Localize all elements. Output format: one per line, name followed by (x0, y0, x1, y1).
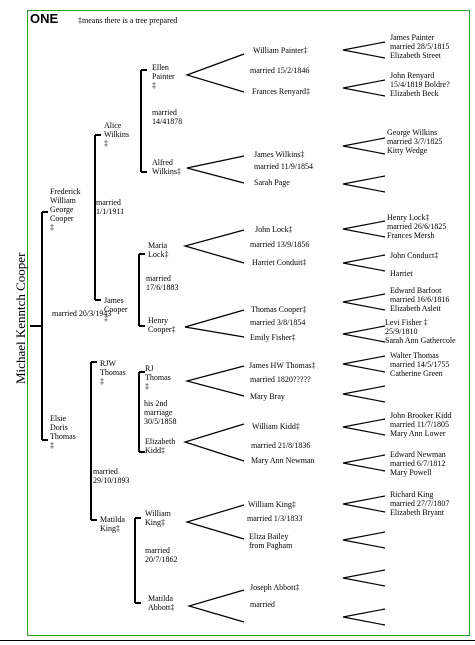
ancestors-kidd: John Brooker Kidd married 11/7/1805 Mary… (390, 411, 452, 438)
person-william-kidd: William Kidd‡ (252, 422, 300, 431)
person-harriet-conduit: Harriet Conduit‡ (252, 258, 307, 267)
ancestors-painter: James Painter married 28/5/1815 Elizabet… (390, 33, 450, 60)
marriage-frederick: married 1/1/1911 (96, 198, 125, 216)
ancestors-conduct: John Conduct‡ Harriet (390, 251, 439, 278)
person-eliza-bailey: Eliza Bailey from Pagham (249, 532, 293, 550)
person-james-hw-thomas: James HW Thomas‡ (249, 361, 316, 370)
chev-e6 (342, 293, 386, 311)
person-emily-fisher: Emily Fisher‡ (250, 333, 296, 342)
chev-e4 (342, 220, 386, 238)
person-james-wilkins: James Wilkins‡ (254, 150, 305, 159)
chev-e7 (342, 325, 386, 343)
chev-e5 (342, 254, 386, 272)
ancestors-newman: Edward Newman married 6/7/1812 Mary Powe… (390, 450, 446, 477)
person-alfred: Alfred Wilkins‡ (152, 158, 182, 176)
marriage-kidd: married 21/8/1836 (251, 441, 311, 450)
marriage-abbott: married (250, 600, 275, 609)
chev-e-eliza (342, 531, 386, 549)
person-john-lock: John Lock‡ (255, 225, 293, 234)
marriage-rj: his 2nd marriage 30/5/1858 (144, 399, 177, 426)
chev-e-bray (342, 385, 386, 403)
alfred-chevron (186, 155, 245, 184)
page-frame (27, 10, 470, 636)
chev-e-sarah (342, 175, 386, 193)
marriage-wilkins: married 11/9/1854 (254, 162, 314, 171)
person-william-painter: William Painter‡ (253, 46, 308, 55)
matilda-abbott-chevron (186, 589, 245, 623)
marriage-maria: married 17/6/1883 (146, 274, 179, 292)
ancestors-renyard: John Renyard 15/4/1819 Boldre? Elizabeth… (390, 71, 450, 98)
person-joseph-abbott: Joseph Abbott‡ (250, 583, 300, 592)
marriage-ellen: married 14/41878 (152, 108, 183, 126)
chev-e1 (342, 41, 386, 59)
person-rjw: RJW Thomas ‡ (100, 359, 126, 386)
chev-e-joseph (342, 569, 386, 587)
person-henry: Henry Cooper‡ (148, 316, 176, 334)
person-matilda-king: Matilda King‡ (100, 515, 125, 533)
ancestors-king: Richard King married 27/7/1807 Elizabeth… (390, 490, 450, 517)
marriage-cooper: married 3/8/1854 (250, 318, 306, 327)
marriage-hw-thomas: married 1820????? (250, 375, 311, 384)
marriage-elsie: married 29/10/1893 (93, 467, 130, 485)
marriage-william-king: married 20/7/1862 (145, 546, 178, 564)
ancestors-barfoot: Edward Barfoot married 16/6/1816 Elizabe… (390, 286, 450, 313)
page-title: ONE (30, 11, 59, 26)
person-elizabeth-kidd: Elizabeth Kidd‡ (145, 437, 176, 455)
ancestors-lock: Henry Lock‡ married 26/6/1825 Frances Me… (387, 213, 447, 240)
marriage-painter: married 15/2/1846 (250, 66, 310, 75)
ancestors-fisher: Levi Fisher ‡ 25/9/1810 Sarah Ann Gather… (385, 318, 456, 345)
person-william-king-sr: William King‡ (248, 500, 296, 509)
person-thomas-cooper: Thomas Cooper‡ (251, 305, 307, 314)
person-frances-renyard: Frances Renyard‡ (252, 87, 310, 96)
ellen-chevron (185, 53, 245, 93)
person-maria: Maria Lock‡ (148, 241, 169, 259)
chev-e10 (342, 454, 386, 472)
legend-note: ‡means there is a tree prepared (78, 16, 178, 25)
ancestors-walter-thomas: Walter Thomas married 14/5/1755 Catherin… (390, 351, 450, 378)
root-marriage-note: married 20/3/1943 (52, 309, 112, 318)
chev-e3 (342, 137, 386, 155)
marriage-king: married 1/3/1833 (247, 514, 303, 523)
ancestors-wilkins: George Wilkins married 3/7/1825 Kitty We… (387, 128, 443, 155)
chev-e9 (342, 418, 386, 436)
person-rj: RJ Thomas ‡ (145, 364, 171, 391)
marriage-lock: married 13/9/1856 (250, 240, 310, 249)
person-mary-ann-newman: Mary Ann Newman (251, 456, 315, 465)
person-william-king: William King‡ (145, 509, 171, 527)
bottom-rule (0, 640, 475, 641)
person-sarah-page: Sarah Page (254, 178, 290, 187)
person-elsie: Elsie Doris Thomas ‡ (50, 414, 76, 450)
person-james-cooper: James Cooper ‡ (104, 296, 128, 323)
elizabeth-kidd-chevron (182, 423, 245, 462)
person-mary-bray: Mary Bray (250, 392, 285, 401)
rj-chevron (184, 365, 245, 397)
chev-e-abbott-wife (342, 608, 386, 626)
henry-chevron (184, 309, 245, 338)
chev-e8 (342, 355, 386, 373)
person-matilda-abbott: Matilda Abbott‡ (148, 594, 175, 612)
person-alice: Alice Wilkins ‡ (104, 121, 130, 148)
chev-e11 (342, 495, 386, 513)
person-frederick: Frederick William George Cooper ‡ (50, 187, 81, 232)
maria-chevron (182, 229, 245, 264)
connector-group (30, 41, 386, 626)
chev-e2 (342, 79, 386, 97)
william-king-chevron (184, 504, 245, 540)
person-ellen: Ellen Painter ‡ (152, 63, 175, 90)
